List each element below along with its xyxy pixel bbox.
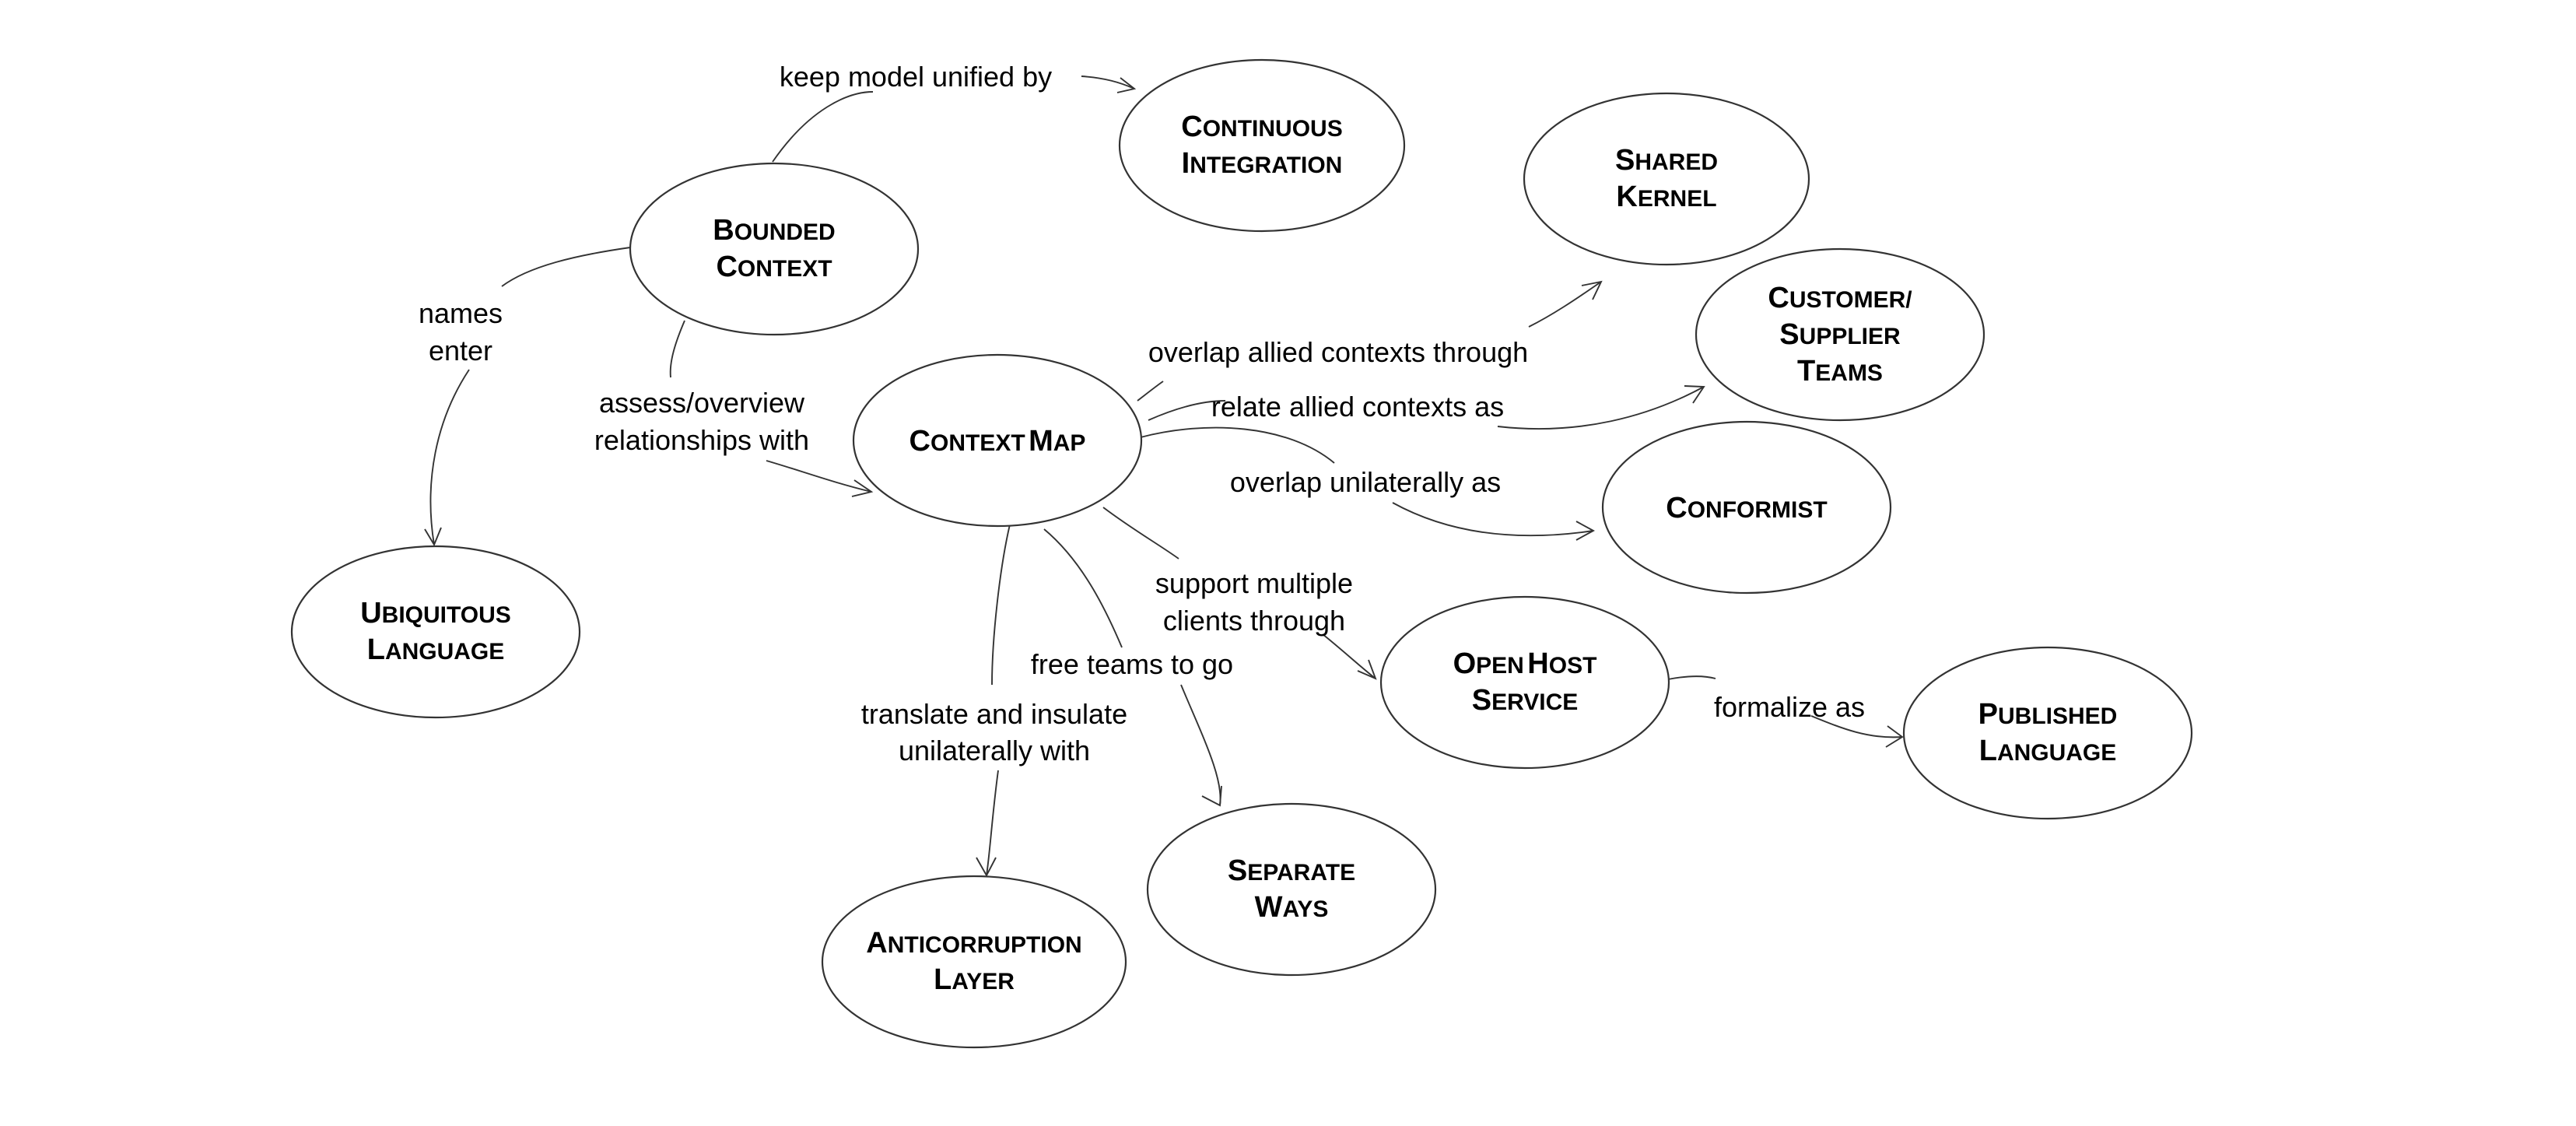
svg-text:CONTEXT MAP: CONTEXT MAP [909, 425, 1086, 458]
edge-overlap-unilaterally: overlap unilaterally as [1140, 426, 1595, 541]
node-bounded-context: BOUNDED CONTEXT [629, 162, 920, 336]
svg-text:CONTINUOUS: CONTINUOUS [1181, 110, 1342, 143]
edge-label-support-multiple: support multiple [1155, 567, 1353, 599]
svg-text:CUSTOMER/: CUSTOMER/ [1768, 282, 1912, 314]
svg-text:KERNEL: KERNEL [1616, 181, 1716, 213]
edge-label-overlap-allied: overlap allied contexts through [1148, 336, 1528, 368]
svg-text:CONFORMIST: CONFORMIST [1666, 492, 1827, 524]
edge-free-teams: free teams to go [1031, 528, 1233, 807]
edge-keep-model-unified: keep model unified by [772, 61, 1137, 163]
edge-label-relationships-with: relationships with [594, 424, 809, 456]
svg-text:PUBLISHED: PUBLISHED [1978, 698, 2118, 731]
node-published-language: PUBLISHED LANGUAGE [1902, 646, 2193, 820]
edge-formalize-as: formalize as [1667, 675, 1904, 748]
node-continuous-integration: CONTINUOUS INTEGRATION [1118, 58, 1406, 233]
node-conformist: CONFORMIST [1601, 420, 1892, 595]
edge-label-relate-allied: relate allied contexts as [1211, 391, 1504, 423]
edge-relate-allied: relate allied contexts as [1148, 385, 1705, 430]
edge-support-multiple: support multiple clients through [1102, 507, 1377, 680]
svg-text:ANTICORRUPTION: ANTICORRUPTION [866, 927, 1081, 959]
edge-names-enter: names enter [419, 247, 631, 547]
svg-text:TEAMS: TEAMS [1797, 355, 1883, 388]
node-context-map: CONTEXT MAP [852, 353, 1143, 528]
node-ubiquitous-language: UBIQUITOUS LANGUAGE [290, 545, 581, 719]
svg-text:UBIQUITOUS: UBIQUITOUS [360, 597, 511, 630]
svg-text:LAYER: LAYER [934, 963, 1015, 996]
edge-assess-overview: assess/overview relationships with [594, 320, 874, 497]
svg-text:SERVICE: SERVICE [1472, 684, 1579, 717]
svg-text:INTEGRATION: INTEGRATION [1182, 147, 1343, 180]
svg-text:OPEN HOST: OPEN HOST [1453, 647, 1597, 680]
edge-label-assess-overview: assess/overview [599, 387, 805, 419]
nodes: BOUNDED CONTEXT CONTINUOUS INTEGRATION S… [290, 58, 2193, 1049]
node-shared-kernel: SHARED KERNEL [1523, 92, 1810, 266]
svg-text:CONTEXT: CONTEXT [716, 251, 832, 283]
edge-label-formalize-as: formalize as [1714, 691, 1865, 723]
node-anticorruption-layer: ANTICORRUPTION LAYER [821, 875, 1127, 1049]
svg-text:SEPARATE: SEPARATE [1228, 854, 1355, 887]
svg-text:SUPPLIER: SUPPLIER [1779, 318, 1901, 351]
edge-label-clients-through: clients through [1163, 605, 1345, 637]
node-separate-ways: SEPARATE WAYS [1146, 802, 1437, 977]
edge-label-translate-and-insulate: translate and insulate [861, 698, 1127, 730]
edge-label-keep-model-unified: keep model unified by [780, 61, 1052, 93]
edge-label-free-teams: free teams to go [1031, 648, 1233, 680]
svg-text:BOUNDED: BOUNDED [713, 214, 835, 247]
edge-label-names: names [419, 297, 503, 329]
edge-translate-insulate: translate and insulate unilaterally with [861, 524, 1127, 877]
edge-overlap-allied: overlap allied contexts through [1137, 280, 1603, 402]
edge-label-unilaterally-with: unilaterally with [899, 735, 1090, 766]
svg-text:WAYS: WAYS [1255, 891, 1329, 924]
svg-text:SHARED: SHARED [1615, 144, 1718, 177]
edge-label-overlap-unilaterally: overlap unilaterally as [1230, 466, 1501, 498]
edges: keep model unified by names enter assess… [419, 61, 1904, 877]
node-customer-supplier-teams: CUSTOMER/ SUPPLIER TEAMS [1695, 247, 1985, 422]
svg-text:LANGUAGE: LANGUAGE [1979, 735, 2117, 767]
svg-text:LANGUAGE: LANGUAGE [367, 633, 505, 666]
node-open-host-service: OPEN HOST SERVICE [1379, 595, 1670, 770]
edge-label-enter: enter [429, 335, 492, 367]
